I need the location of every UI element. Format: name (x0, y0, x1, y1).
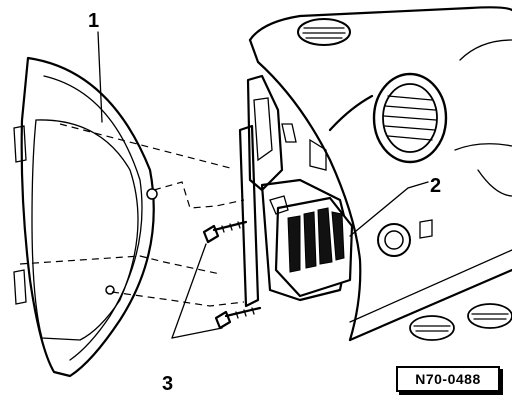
callout-2: 2 (430, 175, 441, 197)
callout-3: 3 (162, 373, 173, 395)
reference-code-box: N70-0488 (396, 366, 500, 392)
control-unit (269, 195, 354, 298)
dashboard-body (248, 6, 512, 342)
air-vent (372, 72, 448, 164)
dashboard-side-opening (238, 74, 352, 308)
screw-upper (202, 220, 248, 244)
callout-1: 1 (88, 10, 99, 32)
lower-vents (409, 303, 512, 341)
trim-panel (13, 56, 158, 378)
defrost-vent (297, 18, 351, 46)
screw-lower (214, 306, 262, 330)
leader-lines (97, 31, 429, 339)
reference-code: N70-0488 (415, 371, 481, 387)
alignment-lines (19, 123, 245, 307)
